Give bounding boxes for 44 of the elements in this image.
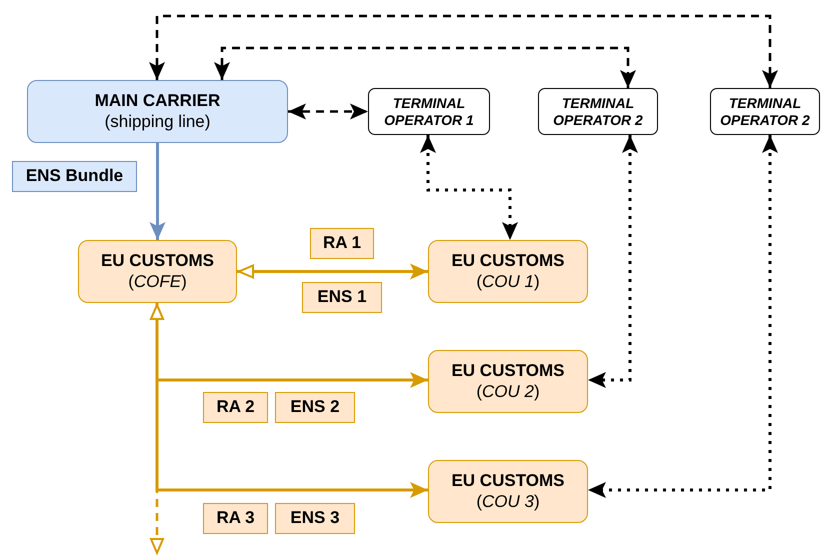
message-tag bbox=[275, 392, 355, 423]
node-subtitle: (COFE) bbox=[128, 272, 187, 292]
arrow bbox=[288, 104, 368, 120]
node-subtitle: (COU 1) bbox=[476, 272, 540, 292]
node-title: ENS Bundle bbox=[26, 166, 124, 187]
node-title: EU CUSTOMS bbox=[100, 251, 214, 272]
terminal-box bbox=[710, 88, 820, 135]
arrow bbox=[149, 14, 778, 88]
node-title: MAIN CARRIER bbox=[94, 91, 220, 112]
customs-box bbox=[428, 350, 588, 413]
node-title: EU CUSTOMS bbox=[451, 471, 565, 492]
node-title: TERMINAL OPERATOR 1 bbox=[383, 94, 475, 128]
message-tag bbox=[203, 503, 268, 534]
node-title: TERMINAL OPERATOR 2 bbox=[719, 94, 811, 128]
arrow bbox=[214, 46, 636, 88]
node-subtitle: (COU 2) bbox=[476, 382, 540, 402]
node-title: ENS 1 bbox=[317, 287, 367, 308]
arrow bbox=[237, 264, 428, 280]
carrier-box bbox=[27, 80, 288, 143]
customs-box bbox=[78, 240, 237, 303]
node-title: ENS 3 bbox=[290, 508, 340, 529]
message-tag bbox=[275, 503, 355, 534]
customs-box bbox=[428, 460, 588, 523]
arrow bbox=[150, 143, 166, 240]
node-title: EU CUSTOMS bbox=[451, 251, 565, 272]
arrow bbox=[588, 135, 778, 498]
arrow bbox=[420, 135, 518, 240]
node-title: RA 3 bbox=[216, 508, 255, 529]
node-title: RA 1 bbox=[322, 233, 362, 254]
node-title: RA 2 bbox=[216, 397, 255, 418]
message-tag bbox=[203, 392, 268, 423]
node-subtitle: (COU 3) bbox=[476, 492, 540, 512]
node-subtitle: (shipping line) bbox=[104, 112, 210, 132]
arrow bbox=[588, 135, 638, 388]
message-tag bbox=[302, 282, 382, 313]
terminal-box bbox=[538, 88, 658, 135]
message-tag bbox=[310, 228, 374, 259]
node-title: ENS 2 bbox=[290, 397, 340, 418]
message-tag bbox=[12, 161, 137, 192]
node-title: TERMINAL OPERATOR 2 bbox=[552, 94, 644, 128]
arrow bbox=[150, 303, 428, 498]
node-title: EU CUSTOMS bbox=[451, 361, 565, 382]
customs-box bbox=[428, 240, 588, 303]
terminal-box bbox=[368, 88, 490, 135]
